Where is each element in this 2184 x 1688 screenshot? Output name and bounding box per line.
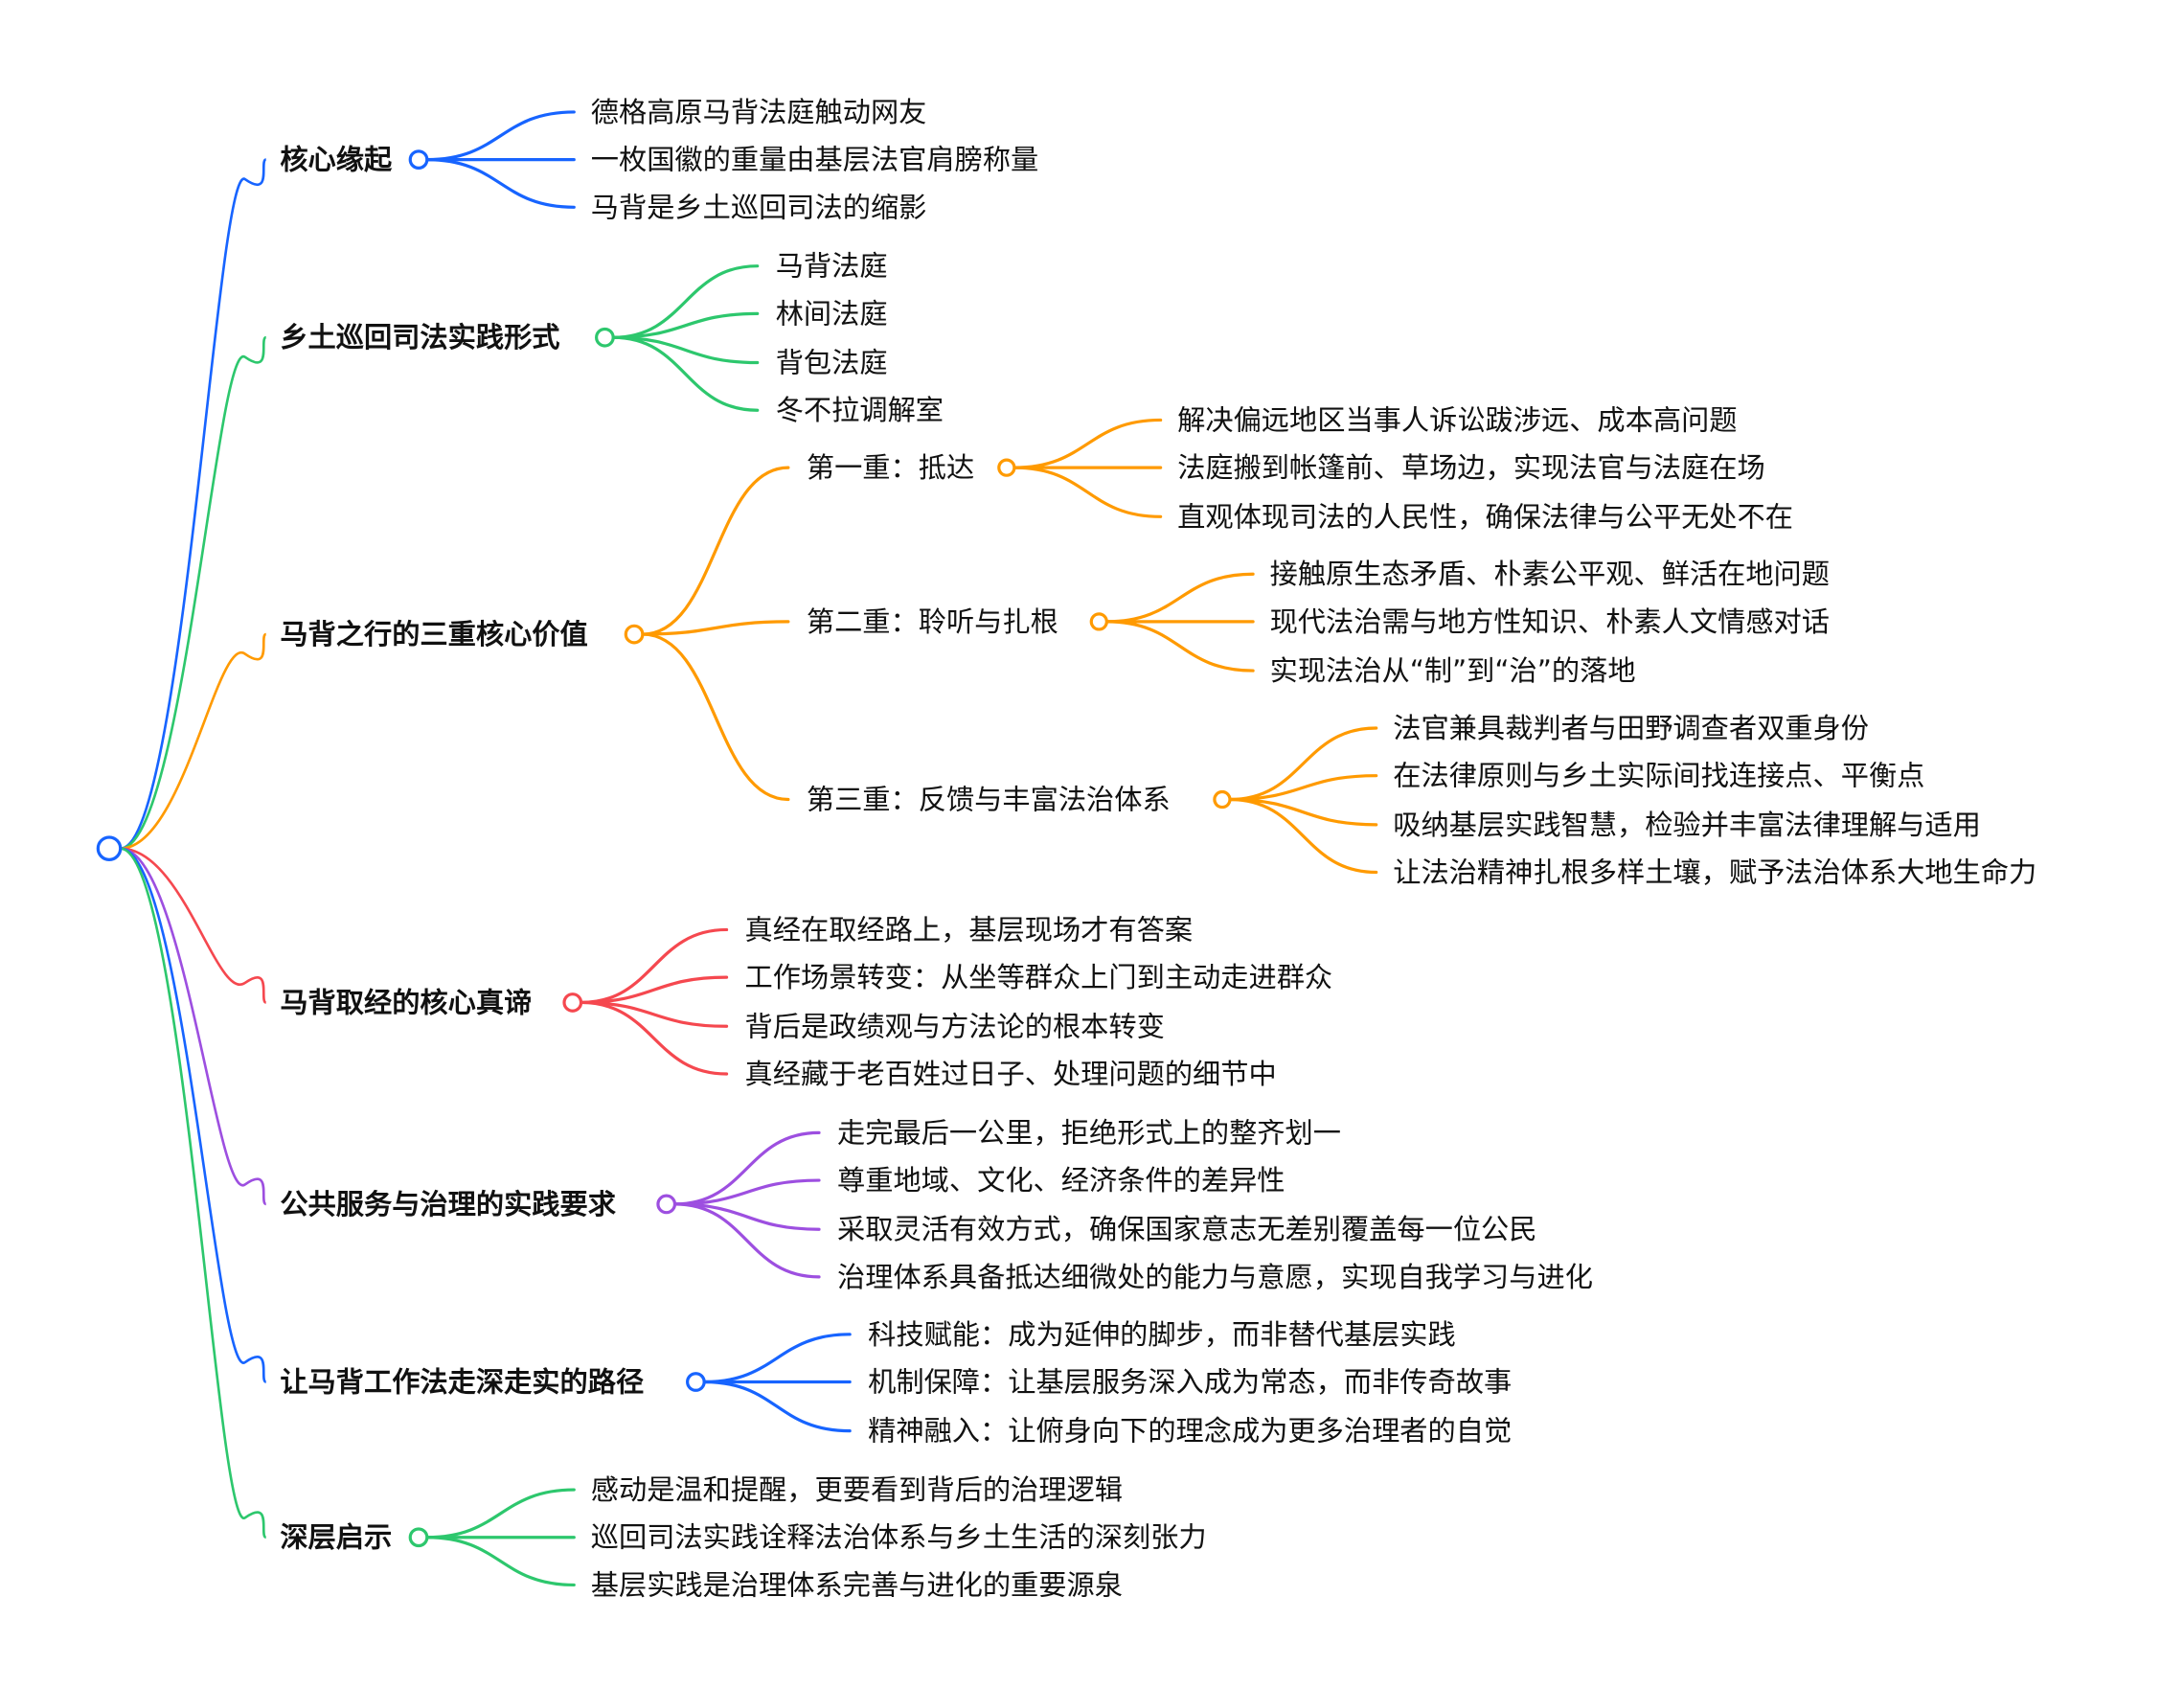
child-edge <box>425 158 576 209</box>
child-edge <box>641 466 790 636</box>
child-label: 第二重：聆听与扎根 <box>807 605 1058 638</box>
leaf-edge <box>1104 572 1255 624</box>
child-edge <box>702 1380 852 1433</box>
child-label: 真经藏于老百姓过日子、处理问题的细节中 <box>745 1058 1277 1090</box>
child-edge <box>425 110 576 162</box>
child-label: 德格高原马背法庭触动网友 <box>591 96 927 128</box>
branch-label: 深层启示 <box>280 1521 392 1554</box>
leaf-label: 现代法治需与地方性知识、朴素人文情感对话 <box>1270 605 1830 638</box>
child-label: 治理体系具备抵达细微处的能力与意愿，实现自我学习与进化 <box>837 1261 1593 1293</box>
branch-collapse-toggle[interactable] <box>656 1194 677 1215</box>
child-edge <box>579 927 729 1005</box>
child-label: 尊重地域、文化、经济条件的差异性 <box>837 1164 1285 1197</box>
child-label: 第一重：抵达 <box>807 451 974 484</box>
child-edge <box>672 1202 821 1279</box>
child-edge <box>579 1000 729 1028</box>
child-label: 一枚国徽的重量由基层法官肩膀称量 <box>591 144 1039 176</box>
child-edge <box>702 1333 852 1384</box>
child-edge <box>425 1488 576 1540</box>
leaf-edge <box>1228 774 1378 802</box>
root-edge <box>120 847 267 1206</box>
child-label: 基层实践是治理体系完善与进化的重要源泉 <box>591 1568 1123 1601</box>
child-edge <box>611 311 760 339</box>
branch-collapse-toggle[interactable] <box>562 992 583 1013</box>
child-label: 冬不拉调解室 <box>776 394 944 426</box>
child-edge <box>611 335 760 365</box>
branch-collapse-toggle[interactable] <box>408 149 429 170</box>
root-edge <box>120 847 267 1540</box>
leaf-label: 让法治精神扎根多样土壤，赋予法治体系大地生命力 <box>1393 856 2036 889</box>
leaf-label: 解决偏远地区当事人诉讼跋涉远、成本高问题 <box>1177 403 1737 436</box>
child-edge <box>672 1130 821 1206</box>
branch-label: 马背之行的三重核心价值 <box>280 618 587 650</box>
child-label: 机制保障：让基层服务深入成为常态，而非传奇故事 <box>868 1366 1512 1399</box>
leaf-edge <box>1228 726 1378 802</box>
edges <box>120 110 1378 1587</box>
child-edge <box>579 975 729 1005</box>
branch-label: 公共服务与治理的实践要求 <box>280 1188 616 1220</box>
child-label: 工作场景转变：从坐等群众上门到主动走进群众 <box>745 961 1333 993</box>
leaf-edge <box>1012 466 1163 518</box>
root-node[interactable] <box>96 835 123 861</box>
child-edge <box>611 335 760 412</box>
branch-collapse-toggle[interactable] <box>408 1527 429 1548</box>
leaf-label: 在法律原则与乡土实际间找连接点、平衡点 <box>1393 760 1924 792</box>
leaf-label: 法官兼具裁判者与田野调查者双重身份 <box>1393 712 1869 744</box>
child-edge <box>641 620 790 636</box>
child-label: 真经在取经路上，基层现场才有答案 <box>745 913 1194 946</box>
child-collapse-toggle[interactable] <box>1213 789 1232 810</box>
branch-label: 乡土巡回司法实践形式 <box>280 321 559 354</box>
branch-label: 核心缘起 <box>280 144 393 176</box>
root-edge <box>120 847 267 1383</box>
leaf-edge <box>1228 797 1378 827</box>
child-label: 巡回司法实践诠释法治体系与乡土生活的深刻张力 <box>591 1521 1207 1554</box>
branch-collapse-toggle[interactable] <box>686 1372 706 1392</box>
root-edge <box>120 847 267 1004</box>
child-label: 背包法庭 <box>776 347 888 379</box>
child-edge <box>579 1000 729 1076</box>
leaf-label: 实现法治从“制”到“治”的落地 <box>1270 654 1636 687</box>
nodes: 核心缘起 德格高原马背法庭触动网友一枚国徽的重量由基层法官肩膀称量马背是乡土巡回司… <box>96 96 2036 1601</box>
leaf-edge <box>1228 797 1378 875</box>
child-collapse-toggle[interactable] <box>997 458 1016 477</box>
child-edge <box>611 264 760 339</box>
child-edge <box>672 1202 821 1231</box>
child-edge <box>672 1178 821 1206</box>
child-label: 第三重：反馈与丰富法治体系 <box>807 784 1171 816</box>
root-edge <box>120 335 267 850</box>
child-label: 林间法庭 <box>776 297 888 330</box>
child-label: 科技赋能：成为延伸的脚步，而非替代基层实践 <box>868 1318 1456 1351</box>
branch-label: 马背取经的核心真谛 <box>280 986 532 1018</box>
leaf-label: 接触原生态矛盾、朴素公平观、鲜活在地问题 <box>1270 558 1830 590</box>
branch-label: 让马背工作法走深走实的路径 <box>280 1366 644 1399</box>
leaf-label: 法庭搬到帐篷前、草场边，实现法官与法庭在场 <box>1177 451 1765 484</box>
child-label: 背后是政绩观与方法论的根本转变 <box>745 1010 1165 1042</box>
child-label: 采取灵活有效方式，确保国家意志无差别覆盖每一位公民 <box>837 1213 1536 1245</box>
child-label: 感动是温和提醒，更要看到背后的治理逻辑 <box>591 1473 1123 1506</box>
root-edge <box>120 632 267 850</box>
leaf-label: 吸纳基层实践智慧，检验并丰富法律理解与适用 <box>1393 809 1981 841</box>
branch-collapse-toggle[interactable] <box>595 327 615 348</box>
leaf-label: 直观体现司法的人民性，确保法律与公平无处不在 <box>1177 500 1793 533</box>
leaf-edge <box>1012 418 1163 469</box>
root-edge <box>120 158 267 850</box>
leaf-edge <box>1104 620 1255 673</box>
branch-collapse-toggle[interactable] <box>624 624 645 645</box>
child-label: 马背法庭 <box>776 250 888 283</box>
child-collapse-toggle[interactable] <box>1089 612 1108 631</box>
child-label: 走完最后一公里，拒绝形式上的整齐划一 <box>837 1116 1341 1149</box>
child-edge <box>641 632 790 802</box>
child-label: 马背是乡土巡回司法的缩影 <box>591 191 927 223</box>
child-edge <box>425 1536 576 1587</box>
child-label: 精神融入：让俯身向下的理念成为更多治理者的自觉 <box>868 1415 1512 1448</box>
